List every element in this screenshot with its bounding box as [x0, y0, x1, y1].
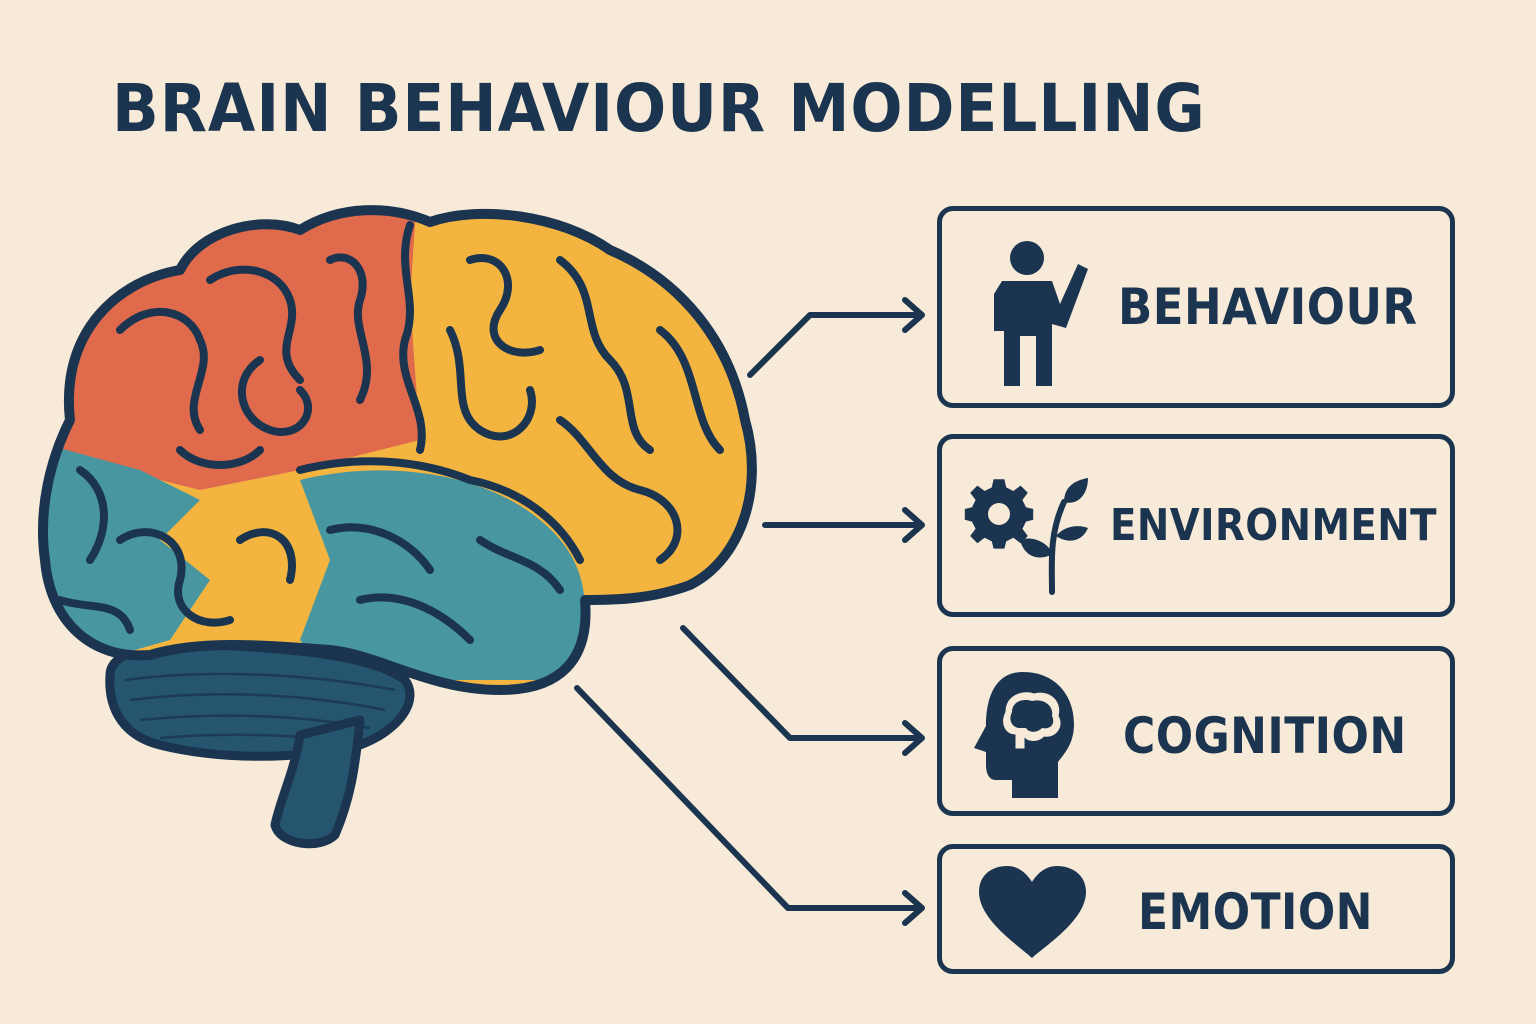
emotion-label: EMOTION [1138, 883, 1373, 941]
connector-arrows [574, 297, 925, 926]
brain-folds [56, 221, 724, 644]
brainstem [270, 715, 365, 849]
cerebrum-outline [38, 205, 757, 695]
arrow-to-emotion [574, 685, 923, 911]
cognition-label: COGNITION [1123, 707, 1407, 765]
environment-box [937, 434, 1455, 617]
gear-and-plant-icon [964, 478, 1088, 595]
head-with-brain-icon [974, 672, 1074, 798]
arrow-to-behaviour [747, 312, 923, 378]
behaviour-label: BEHAVIOUR [1118, 278, 1418, 336]
person-waving-icon [994, 241, 1088, 386]
arrow-to-cognition [680, 625, 923, 741]
environment-label: ENVIRONMENT [1110, 500, 1438, 551]
diagram-title: BRAIN BEHAVIOUR MODELLING [112, 70, 1206, 147]
heart-icon [979, 866, 1086, 958]
